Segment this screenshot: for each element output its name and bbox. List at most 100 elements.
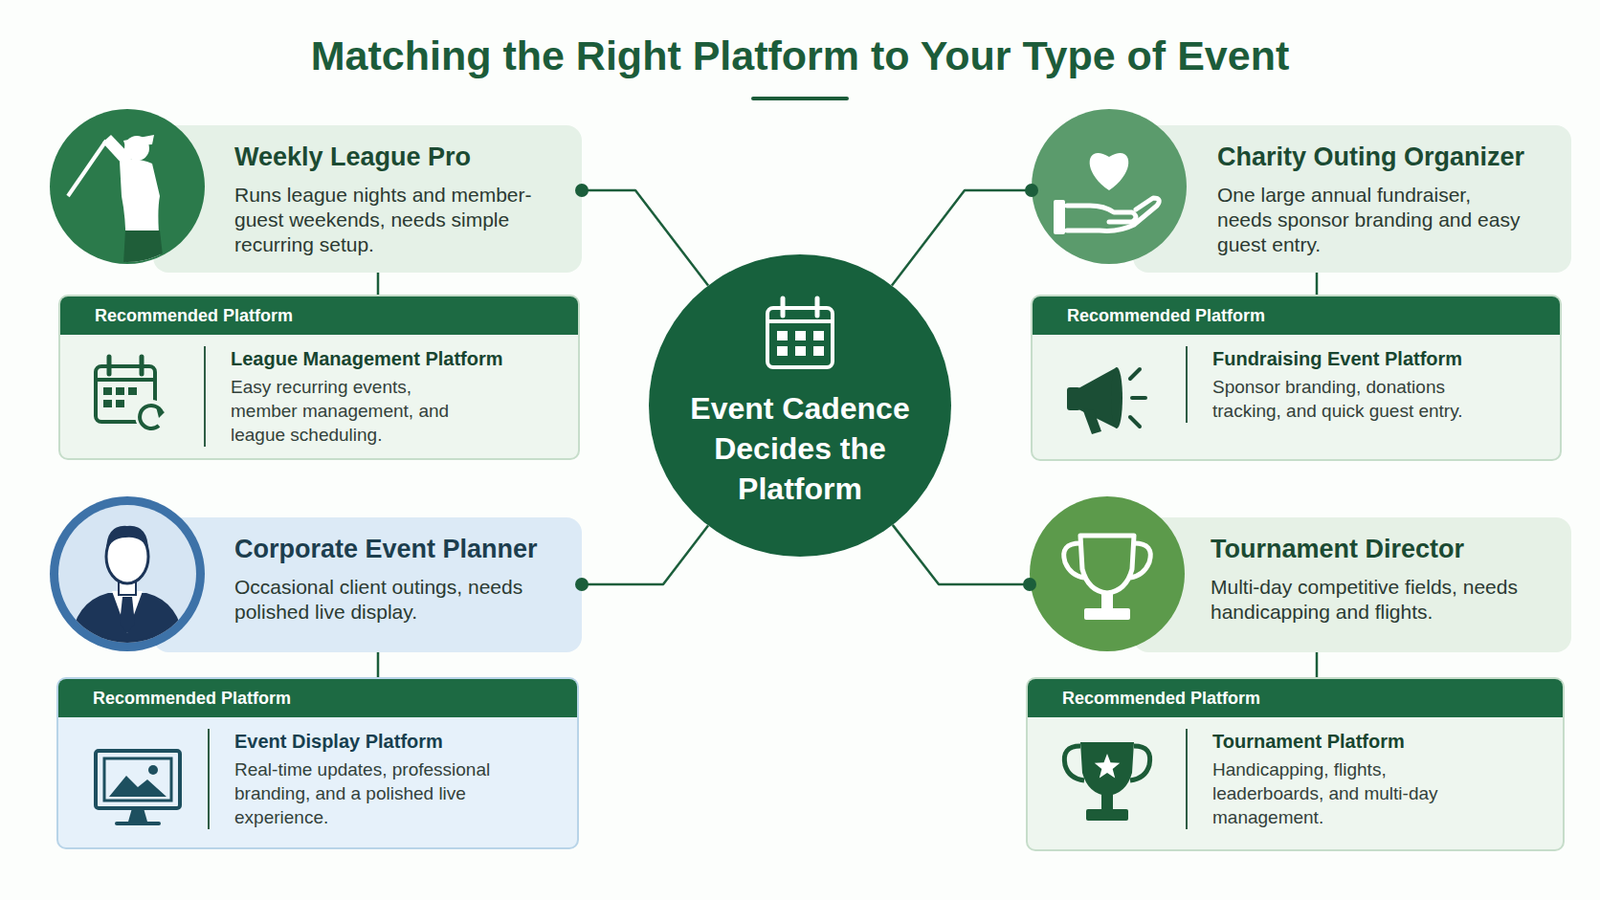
platform-header: Recommended Platform	[60, 296, 578, 335]
connector-line	[1315, 272, 1319, 295]
platform-text-group: Tournament PlatformHandicapping, flights…	[1185, 729, 1462, 830]
trophy-handle	[1064, 746, 1085, 781]
trophy-star	[1094, 754, 1121, 778]
golfer-head	[124, 135, 150, 161]
megaphone-back	[1066, 387, 1081, 411]
platform-text-group: Fundraising Event PlatformSponsor brandi…	[1185, 346, 1490, 423]
monitor-icon	[95, 751, 180, 824]
monitor-frame	[95, 751, 180, 809]
calendar-ring	[107, 356, 112, 375]
trophy-stem	[1101, 593, 1113, 609]
connector-line	[1315, 652, 1319, 678]
trophy-cup	[1080, 742, 1134, 797]
calendar-cell	[103, 400, 112, 408]
platform-text-group: League Management PlatformEasy recurring…	[203, 346, 480, 447]
trophy-icon	[1029, 496, 1185, 652]
golfer-arm	[102, 134, 134, 166]
connector	[377, 272, 379, 295]
head	[106, 530, 149, 584]
connector-line	[891, 190, 1032, 286]
neck	[118, 577, 136, 596]
sun-image	[148, 765, 158, 776]
persona-heading: Tournament Director	[1210, 533, 1465, 566]
refresh-backdrop	[134, 400, 168, 433]
persona-heading: Corporate Event Planner	[234, 533, 538, 566]
connector	[575, 183, 709, 286]
connector	[892, 525, 1037, 592]
calendar-band	[767, 319, 833, 324]
golfer-legs	[123, 230, 164, 265]
platform-name: Fundraising Event Platform	[1212, 346, 1490, 372]
sound-ray	[1130, 417, 1140, 427]
platform-text-group: Event Display PlatformReal-time updates,…	[207, 729, 498, 830]
calendar-ring	[815, 298, 821, 316]
icon-circle	[49, 496, 205, 652]
connector-dot	[575, 577, 589, 592]
heart-symbol	[1089, 153, 1130, 191]
platform-card: Recommended PlatformTournament PlatformH…	[1025, 677, 1565, 852]
persona-description: Occasional client outings, needs polishe…	[234, 575, 546, 625]
diagram-title: Matching the Right Platform to Your Type…	[0, 26, 1600, 85]
platform-card: Recommended PlatformEvent Display Platfo…	[56, 677, 579, 850]
icon-circle	[1031, 109, 1187, 265]
suit	[69, 593, 185, 651]
calendar-cell	[777, 331, 788, 341]
calendar-cell	[128, 387, 137, 396]
connector-line	[377, 272, 380, 295]
hub-circle: Event Cadence Decides the Platform	[648, 254, 952, 557]
connector-line	[892, 525, 1030, 585]
connector-line	[377, 652, 380, 678]
platform-name: League Management Platform	[230, 346, 480, 372]
platform-name: Tournament Platform	[1212, 729, 1462, 755]
connector	[575, 526, 709, 592]
trophy-stem	[1101, 794, 1113, 810]
star-trophy-icon	[1064, 742, 1150, 822]
icon-circle	[49, 109, 205, 265]
hand-thumb	[1066, 205, 1136, 223]
connector	[1316, 272, 1318, 295]
calendar-cell	[103, 387, 112, 396]
platform-header: Recommended Platform	[58, 679, 578, 718]
connector	[377, 652, 379, 678]
connector-dot	[575, 183, 589, 198]
calendar-grid	[777, 331, 824, 356]
connector	[891, 183, 1039, 286]
hub-label: Event Cadence Decides the Platform	[680, 388, 920, 510]
monitor-screen	[104, 758, 172, 801]
trophy-handle	[1130, 543, 1151, 578]
connector-dot	[1022, 577, 1037, 592]
calendar-ring	[139, 356, 145, 375]
icon-circle	[1029, 496, 1185, 652]
calendar-cell	[115, 387, 125, 396]
connector-dot	[1024, 183, 1039, 198]
calendar-cell	[115, 400, 125, 408]
platform-description: Real-time updates, professional branding…	[234, 757, 498, 830]
persona-card: Tournament DirectorMulti-day competitive…	[1029, 517, 1572, 653]
calendar-band	[95, 377, 156, 382]
platform-header: Recommended Platform	[1027, 679, 1563, 718]
refresh-head	[155, 406, 165, 419]
connector	[1316, 652, 1318, 678]
shirt	[111, 591, 143, 634]
monitor-stand	[128, 808, 148, 823]
charity-icon	[1031, 109, 1187, 265]
megaphone-body	[1078, 367, 1117, 429]
calendar-cell	[777, 346, 788, 356]
hand-cuff	[1053, 200, 1066, 235]
icon-inner-circle	[58, 505, 197, 644]
recurring-calendar-icon	[95, 356, 168, 433]
tie	[119, 597, 135, 634]
trophy-handle	[1064, 543, 1085, 578]
refresh-arrow	[139, 405, 162, 429]
platform-header: Recommended Platform	[1032, 296, 1560, 335]
trophy-base	[1084, 608, 1131, 621]
golfer-figure	[67, 134, 164, 265]
golfer-cap	[123, 134, 155, 147]
platform-description: Handicapping, flights, leaderboards, and…	[1212, 757, 1462, 830]
megaphone-icon	[1066, 367, 1146, 435]
sound-ray	[1132, 396, 1146, 400]
monitor-base	[116, 822, 159, 826]
persona-description: Runs league nights and member-guest week…	[234, 182, 546, 258]
platform-card: Recommended PlatformLeague Management Pl…	[58, 294, 580, 461]
platform-description: Sponsor branding, donations tracking, an…	[1212, 375, 1490, 423]
